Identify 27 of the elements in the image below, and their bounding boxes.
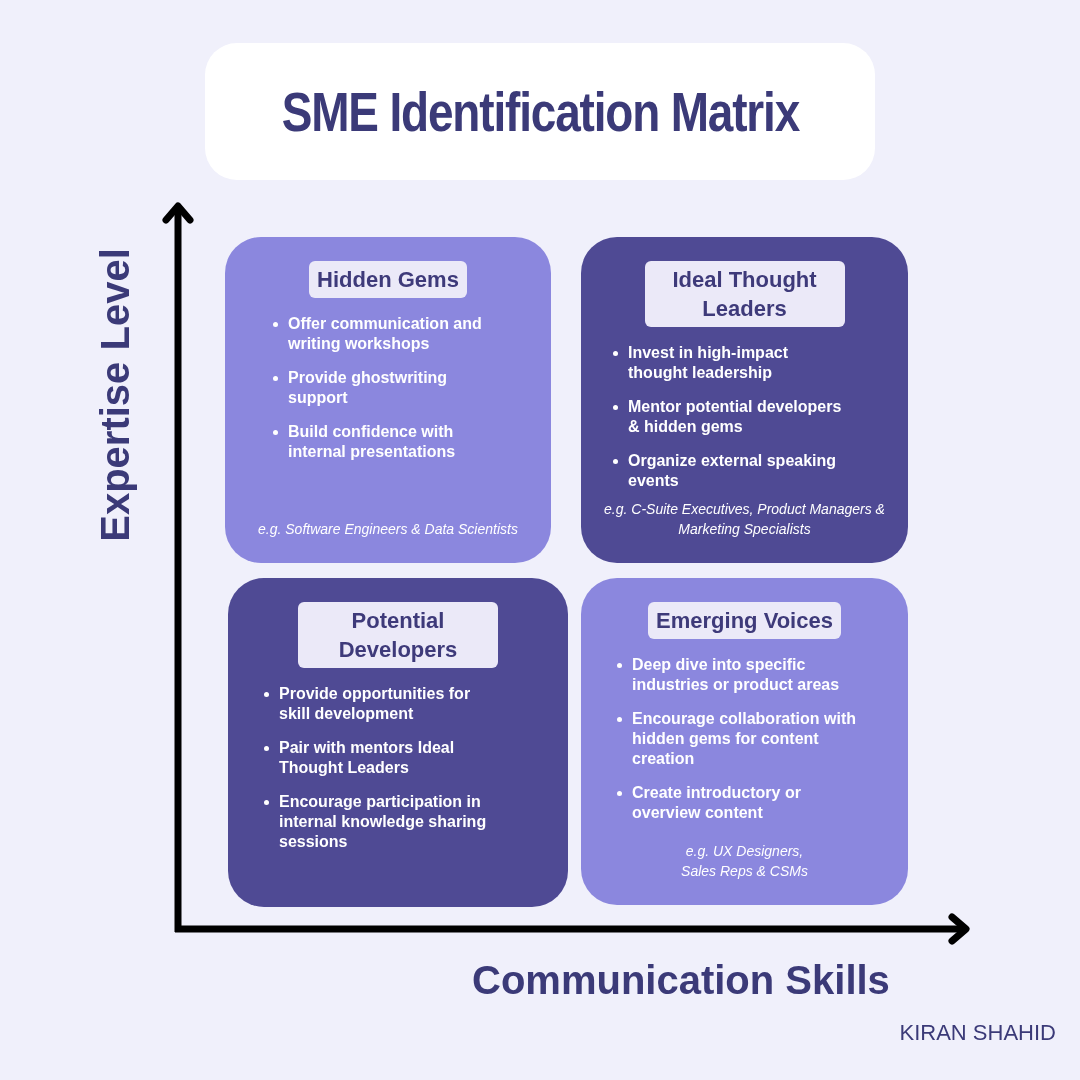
quadrant-card: [225, 237, 551, 563]
bullet-text: Build confidence with internal presentations: [288, 422, 457, 462]
quadrant-heading: Hidden Gems: [309, 261, 467, 298]
quadrant-heading: Emerging Voices: [648, 602, 841, 639]
bullet-text: Provide opportunities for skill development: [279, 684, 472, 724]
bullet-text: Encourage participation in internal knowledge sharing sessions: [279, 792, 488, 852]
title: SME Identification Matrix: [281, 78, 799, 145]
author-credit: KIRAN SHAHID: [899, 1019, 1056, 1047]
example-note: e.g. C-Suite Executives, Product Managers & Marketing Specialists: [603, 500, 886, 539]
example-note: e.g. UX Designers, Sales Reps & CSMs: [680, 842, 809, 881]
bullet-text: Offer communication and writing workshops: [288, 314, 483, 354]
quadrant-heading: Ideal Thought Leaders: [644, 261, 845, 327]
quadrant-card: [581, 578, 908, 905]
axis-label: Communication Skills: [472, 957, 890, 1004]
bullet-text: Create introductory or overview content: [632, 783, 802, 823]
bullet-text: Encourage collaboration with hidden gems for content creation: [632, 709, 858, 769]
quadrant-card: [228, 578, 568, 907]
bullet-text: Mentor potential developers & hidden gems: [628, 397, 843, 437]
bullet-text: Provide ghostwriting support: [288, 368, 449, 408]
bullet-text: Organize external speaking events: [628, 451, 838, 491]
example-note: e.g. Software Engineers & Data Scientists: [257, 520, 519, 539]
bullet-text: Deep dive into specific industries or product areas: [632, 655, 841, 695]
axis-label: Expertise Level: [92, 248, 138, 542]
quadrant-heading: Potential Developers: [298, 602, 498, 668]
bullet-text: Invest in high-impact thought leadership: [628, 343, 789, 383]
bullet-text: Pair with mentors Ideal Thought Leaders: [279, 738, 456, 778]
quadrant-card: [581, 237, 908, 563]
